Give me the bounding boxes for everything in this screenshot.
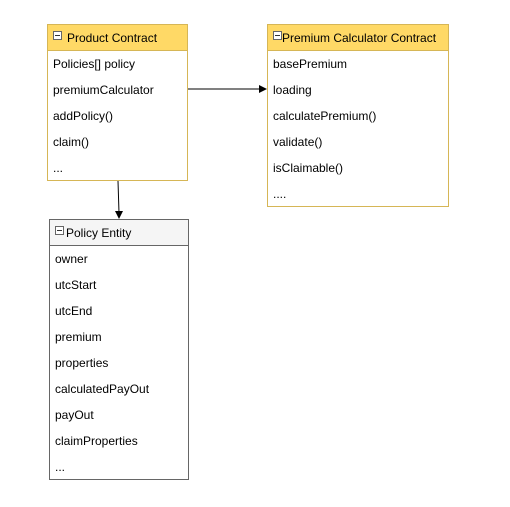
policy-entity-title: Policy Entity: [66, 226, 132, 240]
attribute-loading[interactable]: loading: [273, 83, 312, 97]
method-add-policy[interactable]: addPolicy(): [53, 109, 114, 123]
attribute-ellipsis[interactable]: ....: [273, 187, 287, 201]
premium-calculator-contract-class[interactable]: Premium Calculator Contract basePremium …: [267, 24, 449, 207]
connector-premium-calculator[interactable]: [188, 85, 267, 93]
attribute-payout[interactable]: payOut: [55, 408, 94, 422]
policy-entity-class[interactable]: Policy Entity owner utcStart utcEnd prem…: [49, 219, 189, 480]
collapse-icon[interactable]: [55, 226, 64, 235]
attribute-utc-start[interactable]: utcStart: [55, 278, 97, 292]
attribute-claim-properties[interactable]: claimProperties: [55, 434, 138, 448]
connector-policy-entity[interactable]: [115, 180, 123, 219]
attribute-ellipsis[interactable]: ...: [55, 460, 66, 474]
premium-calculator-contract-header[interactable]: Premium Calculator Contract: [268, 25, 448, 51]
premium-calculator-contract-title: Premium Calculator Contract: [282, 31, 437, 45]
method-validate[interactable]: validate(): [273, 135, 323, 149]
attribute-calculated-payout[interactable]: calculatedPayOut: [55, 382, 150, 396]
product-contract-header[interactable]: Product Contract: [48, 25, 187, 51]
attribute-utc-end[interactable]: utcEnd: [55, 304, 93, 318]
collapse-icon[interactable]: [273, 31, 282, 40]
method-claim[interactable]: claim(): [53, 135, 89, 149]
method-is-claimable[interactable]: isClaimable(): [273, 161, 344, 175]
collapse-icon[interactable]: [53, 31, 62, 40]
attribute-ellipsis[interactable]: ...: [53, 161, 64, 175]
attribute-premium[interactable]: premium: [55, 330, 102, 344]
product-contract-class[interactable]: Product Contract Policies[] policy premi…: [47, 24, 188, 181]
method-calculate-premium[interactable]: calculatePremium(): [273, 109, 377, 123]
attribute-owner[interactable]: owner: [55, 252, 88, 266]
attribute-properties[interactable]: properties: [55, 356, 109, 370]
product-contract-title: Product Contract: [67, 31, 158, 45]
policy-entity-header[interactable]: Policy Entity: [50, 220, 188, 246]
attribute-base-premium[interactable]: basePremium: [273, 57, 348, 71]
attribute-policies[interactable]: Policies[] policy: [53, 57, 136, 71]
attribute-premium-calculator[interactable]: premiumCalculator: [53, 83, 154, 97]
